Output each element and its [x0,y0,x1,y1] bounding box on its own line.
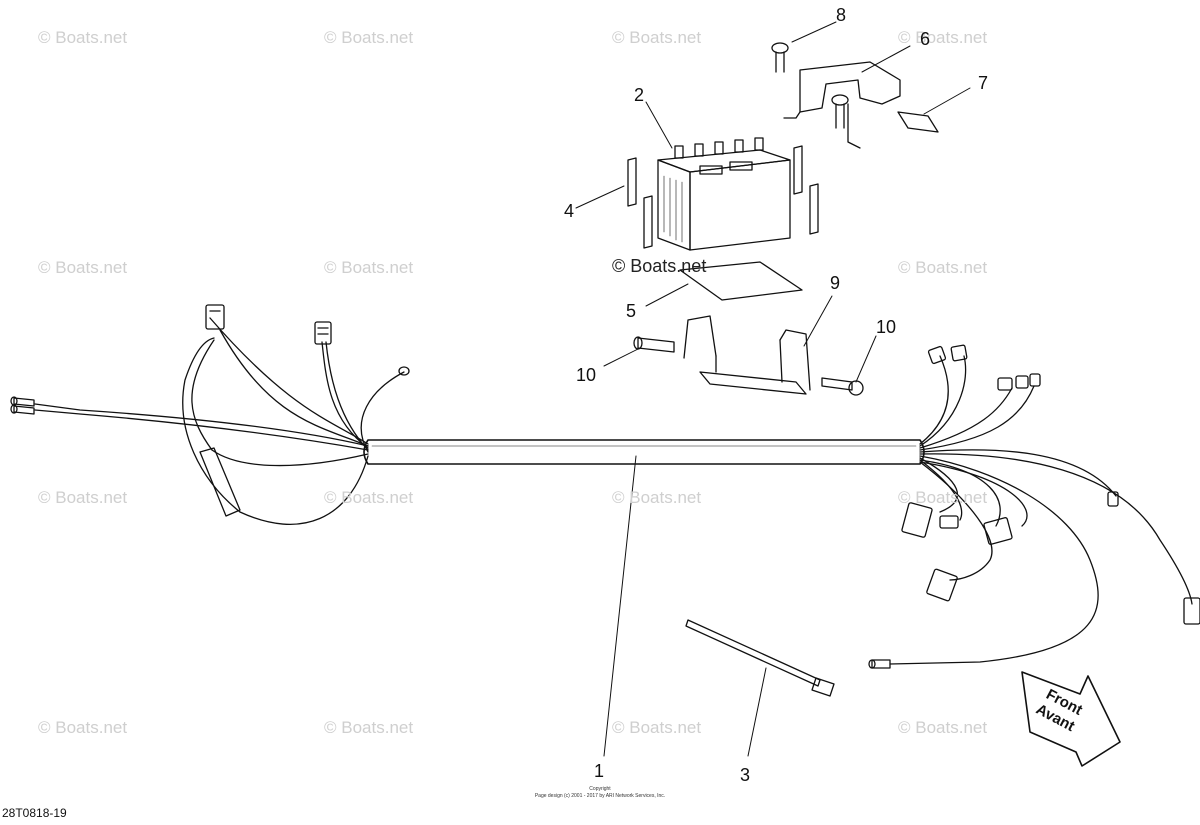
watermark: © Boats.net [612,718,702,737]
cable-tie [685,619,835,697]
callout-3: 3 [740,765,751,785]
watermark: © Boats.net [38,488,128,507]
watermark: © Boats.net [324,28,414,47]
callout-5: 5 [626,301,637,321]
callout-2: 2 [634,85,645,105]
bolts [633,336,864,396]
leader-lines [575,21,971,757]
callout-8: 8 [836,5,847,25]
copyright-line-2: Page design (c) 2001 - 2017 by ARI Netwo… [534,793,666,799]
callout-1: 1 [594,761,605,781]
copyright-line-1: Copyright [589,786,611,792]
drawing-id: 28T0818-19 [2,806,67,820]
screws [771,42,849,129]
callout-6: 6 [920,29,931,49]
callout-9: 9 [830,273,841,293]
watermark: © Boats.net [324,488,414,507]
watermark: © Boats.net [38,28,128,47]
watermark: © Boats.net [898,28,988,47]
callout-10-right: 10 [876,317,897,337]
callout-7: 7 [978,73,989,93]
watermark: © Boats.net [898,258,988,277]
watermark: © Boats.net [612,488,702,507]
watermark: © Boats.net [898,718,988,737]
front-direction-arrow [1021,671,1121,767]
watermark: © Boats.net [38,718,128,737]
battery-tray-pad [679,261,803,301]
battery-pads [627,145,819,249]
spacer [897,111,939,133]
retainer-bracket [783,61,901,149]
wiring-harness [10,304,1200,669]
watermark-center: © Boats.net [612,256,707,276]
watermark: © Boats.net [612,28,702,47]
watermark: © Boats.net [324,718,414,737]
watermark: © Boats.net [324,258,414,277]
watermark: © Boats.net [38,258,128,277]
watermark: © Boats.net [898,488,988,507]
battery [657,137,791,251]
lower-bracket [683,315,811,395]
callout-4: 4 [564,201,575,221]
callout-10-left: 10 [576,365,597,385]
